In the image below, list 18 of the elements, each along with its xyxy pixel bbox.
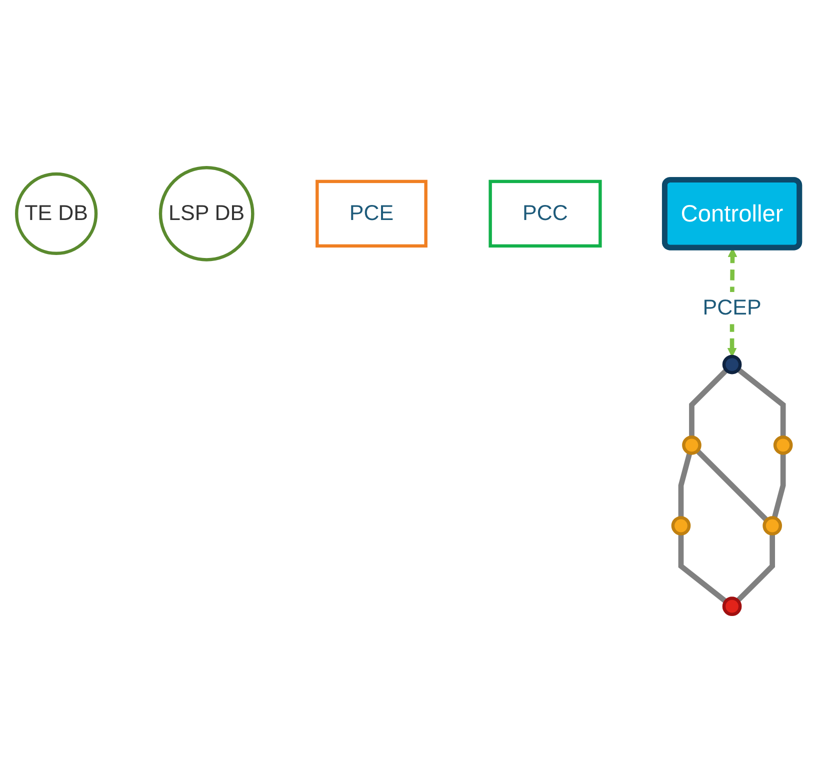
connector [771,454,786,520]
node-box [315,180,427,248]
connector [736,368,786,438]
node-circle [158,166,254,262]
node-circle [722,597,742,617]
node-box [488,180,602,248]
node-circle [14,172,98,256]
connector [688,368,728,438]
connector [678,452,692,518]
node-circle [772,436,792,456]
node-circle [762,516,782,536]
node-circle [722,355,742,375]
connector [678,534,727,604]
node-circle [682,436,701,456]
connector [695,449,768,522]
connector [735,534,775,604]
network-diagram: PCEP TE DB LSP DB PCE PCC Controller [8,159,808,624]
node-circle [670,516,690,536]
